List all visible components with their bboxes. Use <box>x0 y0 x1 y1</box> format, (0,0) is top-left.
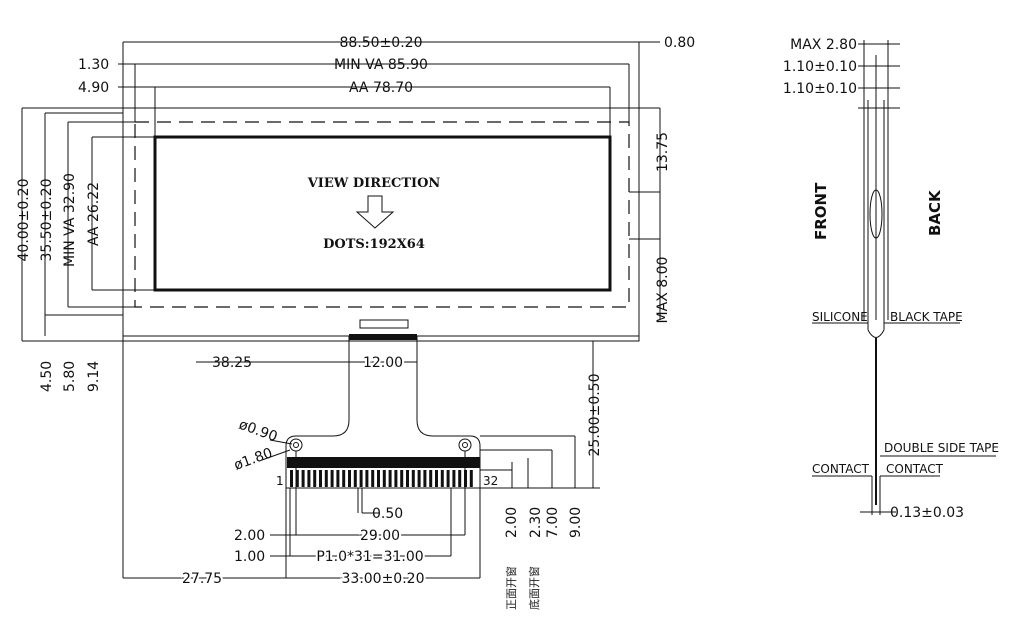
dim-right-9-00: 9.00 <box>568 507 584 538</box>
cn-back-window: 底面开窗 <box>527 566 541 610</box>
fpc-pin <box>423 470 427 487</box>
dim-aa-width: AA 78.70 <box>349 80 413 96</box>
fpc-pin <box>400 470 404 487</box>
dim-pitch: P1.0*31=31.00 <box>316 549 423 565</box>
fpc-pin <box>307 470 311 487</box>
fpc-pin <box>348 470 351 487</box>
fpc-pin <box>313 470 317 487</box>
dim-min-va-offset: 1.30 <box>78 57 109 73</box>
dim-height-total: 40.00±0.20 <box>16 179 32 262</box>
fpc-pin <box>330 470 334 487</box>
connector-slot <box>359 319 409 329</box>
fpc-pin <box>406 470 409 487</box>
view-direction-label: VIEW DIRECTION <box>307 176 441 191</box>
viewing-area-outline <box>134 121 630 308</box>
dim-min-va-width: MIN VA 85.90 <box>334 57 428 73</box>
fpc-top-band <box>349 334 417 340</box>
dim-layer-1: 1.10±0.10 <box>783 59 857 75</box>
fpc-pin <box>319 470 322 487</box>
fpc-pin <box>435 470 438 487</box>
fpc-pin <box>388 470 392 487</box>
fpc-pin <box>353 470 357 487</box>
fpc-pin <box>342 470 346 487</box>
front-view: VIEW DIRECTION DOTS:192X64 88.50±0.20 0.… <box>16 35 695 392</box>
fpc-stiffener-band <box>287 457 480 468</box>
fpc-pin <box>324 470 328 487</box>
side-view: MAX 2.80 1.10±0.10 1.10±0.10 FRONT BACK … <box>783 37 999 521</box>
fpc-pin <box>301 470 305 487</box>
dim-right-2-00: 2.00 <box>504 507 520 538</box>
active-area <box>153 135 612 292</box>
dim-bottom-offset-2: 5.80 <box>62 361 78 392</box>
fpc-pin <box>290 470 293 487</box>
contact-left-label: CONTACT <box>812 462 870 476</box>
dim-right-13-75: 13.75 <box>655 132 671 172</box>
dim-29-00: 29.00 <box>360 528 400 544</box>
fpc-pins <box>290 470 473 487</box>
front-label: FRONT <box>812 182 830 240</box>
dim-bottom-offset-3: 9.14 <box>86 361 102 392</box>
dim-right-7-00: 7.00 <box>545 507 561 538</box>
fpc-pin <box>359 470 363 487</box>
dim-aa-offset: 4.90 <box>78 80 109 96</box>
dim-2-00-left: 2.00 <box>234 528 265 544</box>
silicone-label: SILICONE <box>812 310 868 324</box>
back-label: BACK <box>926 189 944 236</box>
dim-fpc-length: 25.00±0.50 <box>587 374 603 457</box>
dim-height-glass: 35.50±0.20 <box>39 179 55 262</box>
arrow-down-icon <box>355 195 395 229</box>
dim-fpc-thickness: 0.13±0.03 <box>890 505 964 521</box>
pin-last-label: 32 <box>483 474 498 488</box>
fpc-pin <box>377 470 380 487</box>
dim-width-total: 88.50±0.20 <box>340 35 423 51</box>
hole-large-label: ø1.80 <box>232 445 275 474</box>
dim-min-va-height: MIN VA 32.90 <box>62 173 78 267</box>
contact-right-label: CONTACT <box>886 462 944 476</box>
fpc-pin <box>382 470 386 487</box>
fpc-pin <box>365 470 369 487</box>
black-tape-label: BLACK TAPE <box>890 310 963 324</box>
fpc-pin <box>371 470 375 487</box>
double-side-tape-label: DOUBLE SIDE TAPE <box>884 441 999 455</box>
dim-right-2-30: 2.30 <box>528 507 544 538</box>
mount-hole-right <box>458 438 472 452</box>
fpc-pin <box>458 470 462 487</box>
fpc-pin <box>452 470 456 487</box>
module-outline <box>122 107 640 342</box>
dim-max-thickness: MAX 2.80 <box>790 37 857 53</box>
dim-bottom-offset-1: 4.50 <box>39 361 55 392</box>
dim-aa-height: AA 26.22 <box>86 182 102 246</box>
cn-front-window: 正面开窗 <box>504 566 518 610</box>
dim-1-00: 1.00 <box>234 549 265 565</box>
pin-first-label: 1 <box>276 474 284 488</box>
fpc-pin <box>469 470 473 487</box>
mount-hole-left <box>289 438 303 452</box>
dim-right-max-8: MAX 8.00 <box>655 257 671 324</box>
dim-fpc-width: 12.00 <box>363 355 403 371</box>
dim-left-offset: 38.25 <box>212 355 252 371</box>
dim-33-00: 33.00±0.20 <box>342 571 425 587</box>
fpc-pin <box>411 470 415 487</box>
fpc-pin <box>336 470 340 487</box>
dim-27-75: 27.75 <box>182 571 222 587</box>
fpc-pin <box>394 470 398 487</box>
dim-offset-right: 0.80 <box>664 35 695 51</box>
fpc-pin <box>446 470 450 487</box>
dots-label: DOTS:192X64 <box>323 237 425 252</box>
fpc-pin <box>295 470 299 487</box>
fpc-pin <box>417 470 421 487</box>
fpc-pin <box>440 470 444 487</box>
fpc-pin <box>429 470 433 487</box>
dim-pin-width: 0.50 <box>372 506 403 522</box>
silicone-bead <box>869 189 883 239</box>
dim-layer-2: 1.10±0.10 <box>783 81 857 97</box>
fpc-tail: 1 32 ø0.90 ø1.80 38.25 12.00 25.00±0.50 … <box>122 334 603 610</box>
